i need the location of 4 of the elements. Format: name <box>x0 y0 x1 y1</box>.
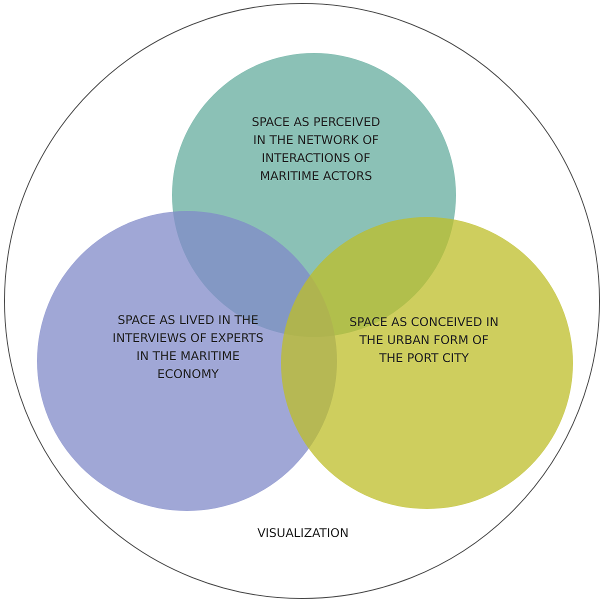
circle-label: SPACE AS PERCEIVED IN THE NETWORK OF INTERACTIONS OF MARITIME ACTORS <box>250 114 382 185</box>
circle-label: VISUALIZATION <box>256 525 350 542</box>
circle-label: SPACE AS CONCEIVED IN THE URBAN FORM OF THE PORT CITY <box>349 314 499 367</box>
circle-label: SPACE AS LIVED IN THE INTERVIEWS OF EXPERTS IN THE MARITIME ECONOMY <box>112 312 264 383</box>
